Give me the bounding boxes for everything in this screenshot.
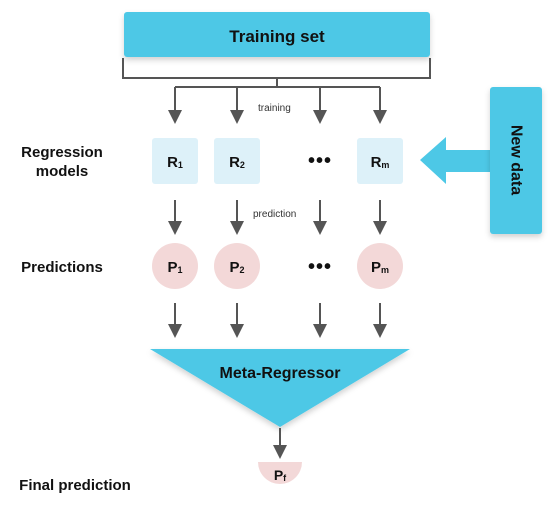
final-prediction-label: Final prediction (19, 477, 131, 494)
models-ellipsis: ••• (308, 150, 332, 172)
prediction-arrows (168, 200, 387, 235)
prediction-m-subscript: m (381, 265, 389, 275)
new-data-arrow-icon (420, 137, 490, 184)
regression-models-label-line2: models (36, 163, 89, 180)
model-2-letter: R (229, 154, 240, 171)
regression-models-label-line1: Regression (21, 144, 103, 161)
model-m-subscript: m (381, 160, 389, 170)
predictions-ellipsis: ••• (308, 256, 332, 278)
svg-text:Pf: Pf (274, 467, 287, 483)
svg-text:R1: R1 (167, 154, 183, 171)
model-1-letter: R (167, 154, 178, 171)
training-set-label: Training set (229, 27, 325, 46)
new-data-label: New data (508, 125, 525, 195)
model-m-letter: R (371, 154, 382, 171)
prediction-2-subscript: 2 (240, 265, 245, 275)
svg-text:Pm: Pm (371, 259, 389, 276)
prediction-circle-m: Pm (357, 243, 403, 289)
model-2-subscript: 2 (240, 160, 245, 170)
meta-regressor-funnel: Meta-Regressor (150, 349, 410, 427)
model-box-m: Rm (357, 138, 403, 184)
final-prediction-letter: P (274, 467, 283, 483)
meta-regressor-label: Meta-Regressor (220, 365, 341, 382)
model-1-subscript: 1 (178, 160, 183, 170)
prediction-1-letter: P (167, 259, 177, 276)
svg-text:R2: R2 (229, 154, 245, 171)
final-prediction-subscript: f (283, 473, 287, 483)
training-arrows (168, 86, 387, 124)
svg-text:Rm: Rm (371, 154, 390, 171)
meta-input-arrows (168, 303, 387, 338)
predictions-row-label: Predictions (21, 259, 103, 276)
prediction-1-subscript: 1 (178, 265, 183, 275)
prediction-m-letter: P (371, 259, 381, 276)
training-set-box: Training set (124, 12, 430, 57)
model-box-2: R2 (214, 138, 260, 184)
prediction-arrow-label: prediction (253, 209, 296, 220)
model-box-1: R1 (152, 138, 198, 184)
svg-text:P2: P2 (229, 259, 244, 276)
svg-text:P1: P1 (167, 259, 182, 276)
prediction-circle-2: P2 (214, 243, 260, 289)
prediction-circle-1: P1 (152, 243, 198, 289)
training-bracket (122, 58, 431, 79)
prediction-2-letter: P (229, 259, 239, 276)
training-arrow-label: training (258, 103, 291, 114)
new-data-box: New data (490, 87, 542, 234)
final-prediction-shape: Pf (258, 462, 302, 484)
